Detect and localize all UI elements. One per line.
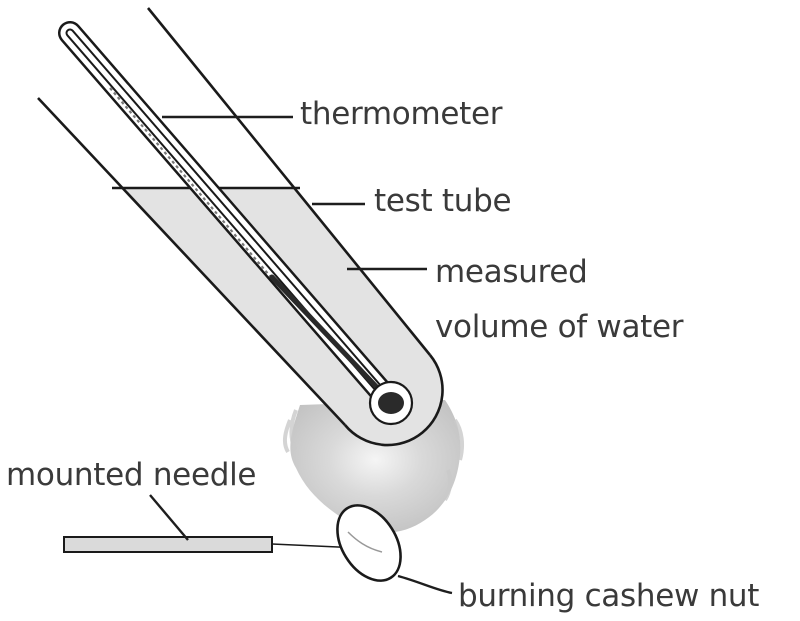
needle-handle	[63, 536, 273, 553]
thermometer	[58, 21, 414, 426]
needle-label: mounted needle	[6, 457, 256, 493]
thermometer-liquid-column	[269, 274, 393, 404]
nut-leader-line	[397, 574, 453, 595]
thermometer-label: thermometer	[300, 96, 503, 132]
nut-label: burning cashew nut	[458, 578, 759, 614]
mounted-needle	[63, 536, 361, 553]
water-label-line2: volume of water	[435, 309, 684, 345]
water-label-line1: measured	[435, 254, 587, 290]
cashew-nut	[336, 504, 402, 582]
needle-leader-line	[149, 494, 189, 541]
thermometer-bulb	[378, 392, 404, 414]
test-tube-label: test tube	[374, 183, 511, 219]
